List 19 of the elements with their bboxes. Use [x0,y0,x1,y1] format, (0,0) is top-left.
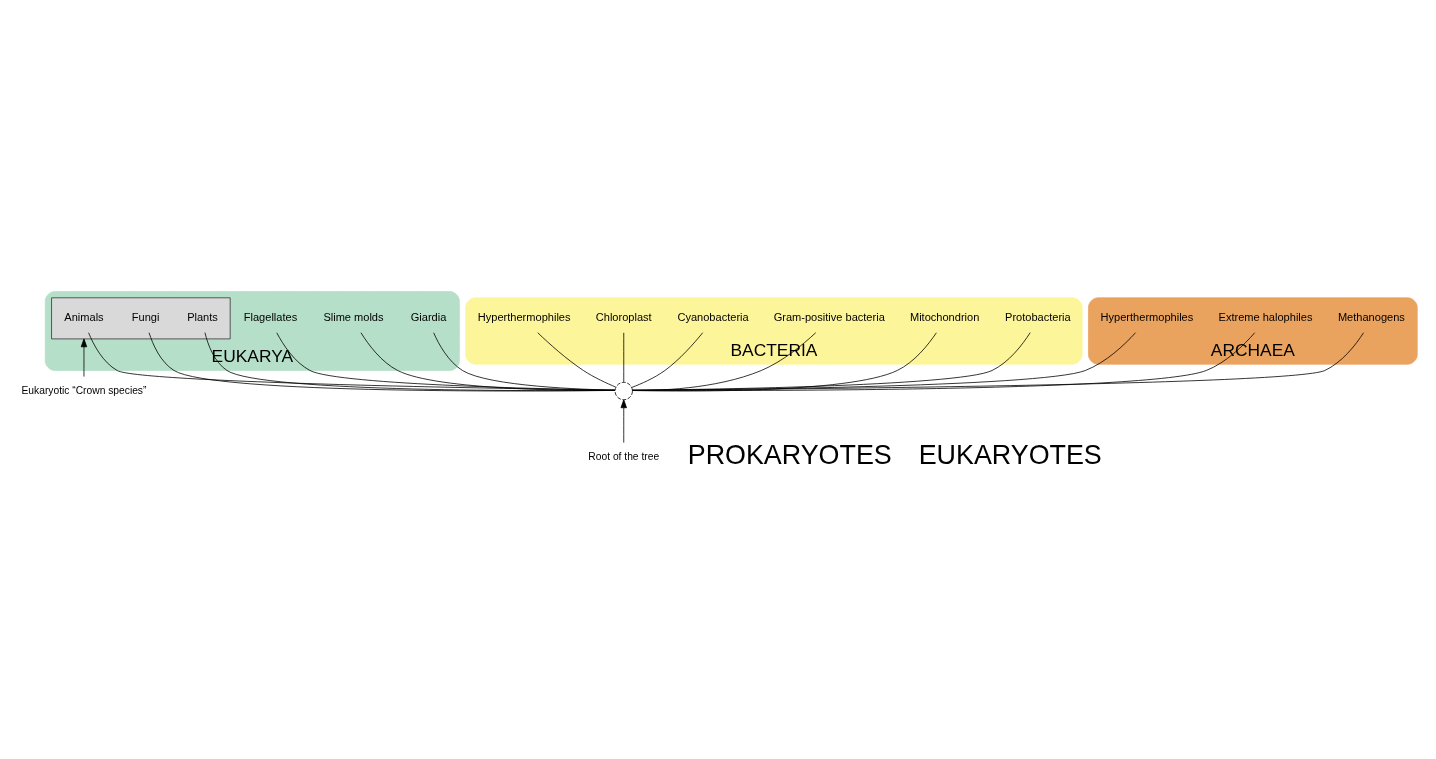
node-text: Slime molds [323,310,384,323]
label: EUKARYOTES [918,439,1102,470]
node-text: Methanogens [1337,310,1405,323]
node-text: Eukaryotic “Crown species” [21,384,147,396]
node-text: Giardia [410,310,447,323]
node-text: Hyperthermophiles [477,310,571,323]
node-text: Flagellates [243,310,298,323]
node-text: Plants [187,310,218,323]
node-text: Gram-positive bacteria [773,310,885,323]
node-text: Animals [64,310,104,323]
node-text: Chloroplast [595,310,652,323]
node-text: Fungi [131,310,160,323]
node-text: Hyperthermophiles [1100,310,1194,323]
node-text: Root of the tree [588,450,660,462]
node-text: Cyanobacteria [677,310,749,323]
node-text: Extreme halophiles [1218,310,1313,323]
node-text: Mitochondrion [909,310,980,323]
label: PROKARYOTES [687,439,892,470]
node-text: Protobacteria [1005,310,1071,323]
